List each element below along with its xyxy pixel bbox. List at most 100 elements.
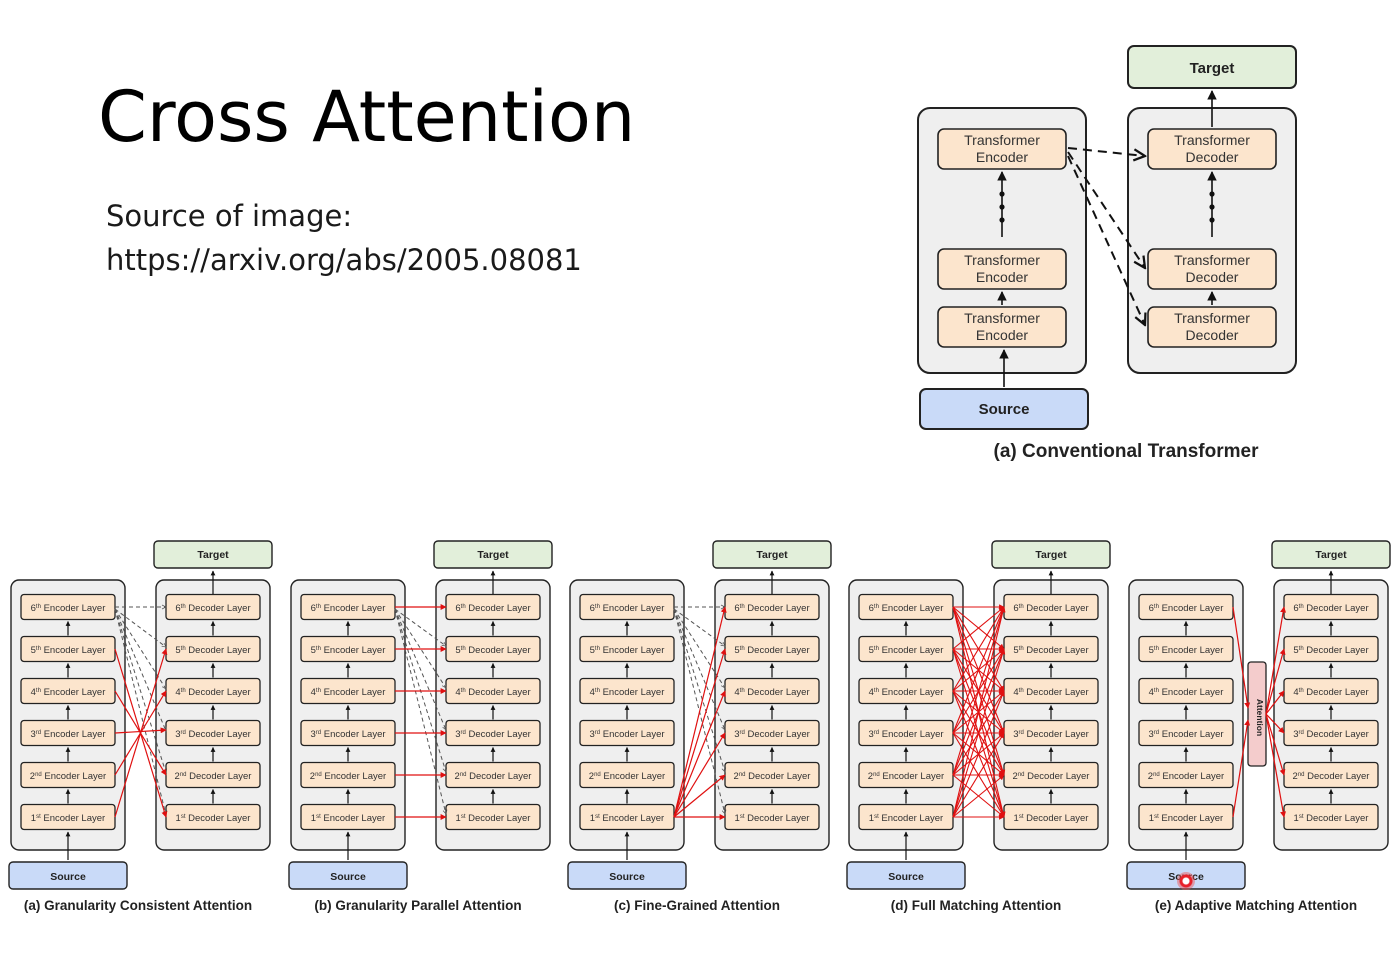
top-diagram-caption: (a) Conventional Transformer [994,441,1260,462]
decoder-layer-label: 4th Decoder Layer [175,687,250,698]
ordinal: 1 [1014,813,1019,824]
ordinal: 4 [311,687,316,698]
encoder-layer-label: 2nd Encoder Layer [1148,771,1224,782]
dashed-attention-arrow [114,608,166,647]
layer-name: Encoder Layer [600,687,664,698]
ordinal-suffix: th [1154,646,1159,652]
ordinal: 3 [175,729,180,740]
ordinal-suffix: nd [594,772,601,778]
ordinal: 3 [1293,729,1298,740]
encoder-layer-3 [1138,719,1234,747]
layer-name: Decoder Layer [1024,645,1089,656]
encoder-layer-label: 1st Encoder Layer [1149,813,1223,824]
encoder-layer-label: 1st Encoder Layer [311,813,385,824]
encoder-layer-label: 6th Encoder Layer [590,603,665,614]
encoder-layer-label: 2nd Encoder Layer [868,771,944,782]
layer-name: Encoder Layer [41,813,105,824]
variant-caption: (c) Fine-Grained Attention [614,898,780,913]
encoder-layer-label: 3rd Encoder Layer [1148,729,1223,740]
ordinal-suffix: nd [1018,772,1025,778]
ordinal-suffix: rd [1299,730,1304,736]
encoder-layer-label: 5th Encoder Layer [590,645,665,656]
ordinal: 2 [1148,771,1153,782]
attention-arrow [673,774,726,818]
ordinal-suffix: rd [740,730,745,736]
encoder-layer-label: 1st Encoder Layer [31,813,105,824]
source-label: Source [888,871,924,883]
ordinal-suffix: nd [1153,772,1160,778]
target-box [991,540,1111,569]
ordinal: 3 [310,729,315,740]
ordinal-suffix: st [595,814,600,820]
decoder-label-line2: Decoder [1186,269,1239,285]
ordinal-suffix: th [1019,688,1024,694]
ordinal-suffix: th [740,604,745,610]
variant-caption: (e) Adaptive Matching Attention [1155,898,1357,913]
encoder-to-attention-arrow [1232,719,1251,818]
attention-to-decoder-arrow [1265,648,1286,715]
decoder-layer-label: 3rd Decoder Layer [1013,729,1089,740]
layer-name: Encoder Layer [321,603,385,614]
decoder-layer-label: 2nd Decoder Layer [175,771,252,782]
ordinal-suffix: st [461,814,466,820]
ordinal-suffix: rd [461,730,466,736]
ordinal-suffix: rd [1019,730,1024,736]
layer-name: Decoder Layer [745,645,810,656]
layer-name: Decoder Layer [187,771,252,782]
ordinal: 3 [1148,729,1153,740]
ordinal: 4 [1013,687,1018,698]
layer-name: Decoder Layer [186,813,251,824]
ellipsis-dot [1209,217,1215,223]
encoder-layer-label: 3rd Encoder Layer [310,729,385,740]
source-box [567,861,687,890]
attention-arrow [673,690,726,818]
encoder-layer-label: 3rd Encoder Layer [589,729,664,740]
encoder-layer-label: 4th Encoder Layer [590,687,665,698]
encoder-layer-label: 4th Encoder Layer [1149,687,1224,698]
layer-name: Decoder Layer [745,729,810,740]
dashed-attention-arrow [394,608,446,730]
layer-name: Encoder Layer [41,687,105,698]
layer-name: Decoder Layer [466,603,531,614]
target-label: Target [1315,549,1347,561]
ordinal: 2 [589,771,594,782]
attention-to-decoder-arrow [1265,713,1285,734]
ellipsis-dot [999,204,1005,210]
source-box [8,861,128,890]
dashed-attention-arrow [114,608,166,815]
ordinal-suffix: th [181,604,186,610]
attention-arrow [952,606,1006,818]
encoder-layer-label: 5th Encoder Layer [869,645,944,656]
layer-name: Encoder Layer [321,813,385,824]
ordinal-suffix: st [316,814,321,820]
layer-name: Encoder Layer [322,771,386,782]
ordinal: 3 [589,729,594,740]
ordinal: 3 [734,729,739,740]
mouse-cursor-icon [1177,872,1195,890]
ordinal: 6 [1293,603,1298,614]
ordinal-suffix: th [1154,688,1159,694]
encoder-layer-label: 1st Encoder Layer [590,813,664,824]
layer-name: Decoder Layer [1024,687,1089,698]
layer-name: Decoder Layer [466,813,531,824]
layer-name: Encoder Layer [600,729,664,740]
decoder-layer-label: 3rd Decoder Layer [734,729,810,740]
layer-name: Decoder Layer [1024,603,1089,614]
layer-name: Decoder Layer [186,729,251,740]
ordinal: 2 [734,771,739,782]
encoder-layer-label: 1st Encoder Layer [869,813,943,824]
attention-to-decoder-arrow [1265,606,1287,715]
ellipsis-dot [1209,204,1215,210]
encoder-layer-label: 3rd Encoder Layer [30,729,105,740]
ordinal: 5 [175,645,180,656]
decoder-layer-label: 2nd Decoder Layer [1013,771,1090,782]
ordinal: 6 [175,603,180,614]
ordinal: 6 [31,603,36,614]
layer-name: Encoder Layer [41,603,105,614]
attention-arrow [952,690,1005,818]
decoder-layer-label: 4th Decoder Layer [1013,687,1088,698]
decoder-layer-label: 5th Decoder Layer [175,645,250,656]
